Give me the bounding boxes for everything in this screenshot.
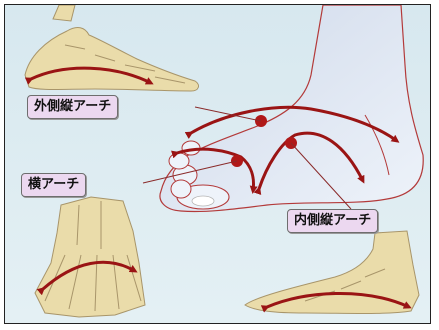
top-bones bbox=[35, 197, 145, 317]
toenail bbox=[192, 196, 214, 206]
lateral-leader bbox=[195, 107, 261, 121]
lateral-bones bbox=[25, 28, 198, 91]
toe-3 bbox=[171, 180, 191, 198]
toe-4 bbox=[169, 153, 189, 169]
lateral-arch-label: 外側縦アーチ bbox=[27, 95, 118, 119]
top-foot-skeleton bbox=[35, 197, 145, 317]
medial-arch-label: 内側縦アーチ bbox=[287, 209, 378, 233]
diagram-canvas bbox=[5, 5, 431, 324]
lateral-foot-skeleton bbox=[25, 5, 198, 91]
transverse-arch-label: 横アーチ bbox=[21, 173, 86, 197]
foot-arches-diagram: 外側縦アーチ 横アーチ 内側縦アーチ bbox=[4, 4, 431, 324]
lateral-tibia bbox=[53, 5, 75, 21]
